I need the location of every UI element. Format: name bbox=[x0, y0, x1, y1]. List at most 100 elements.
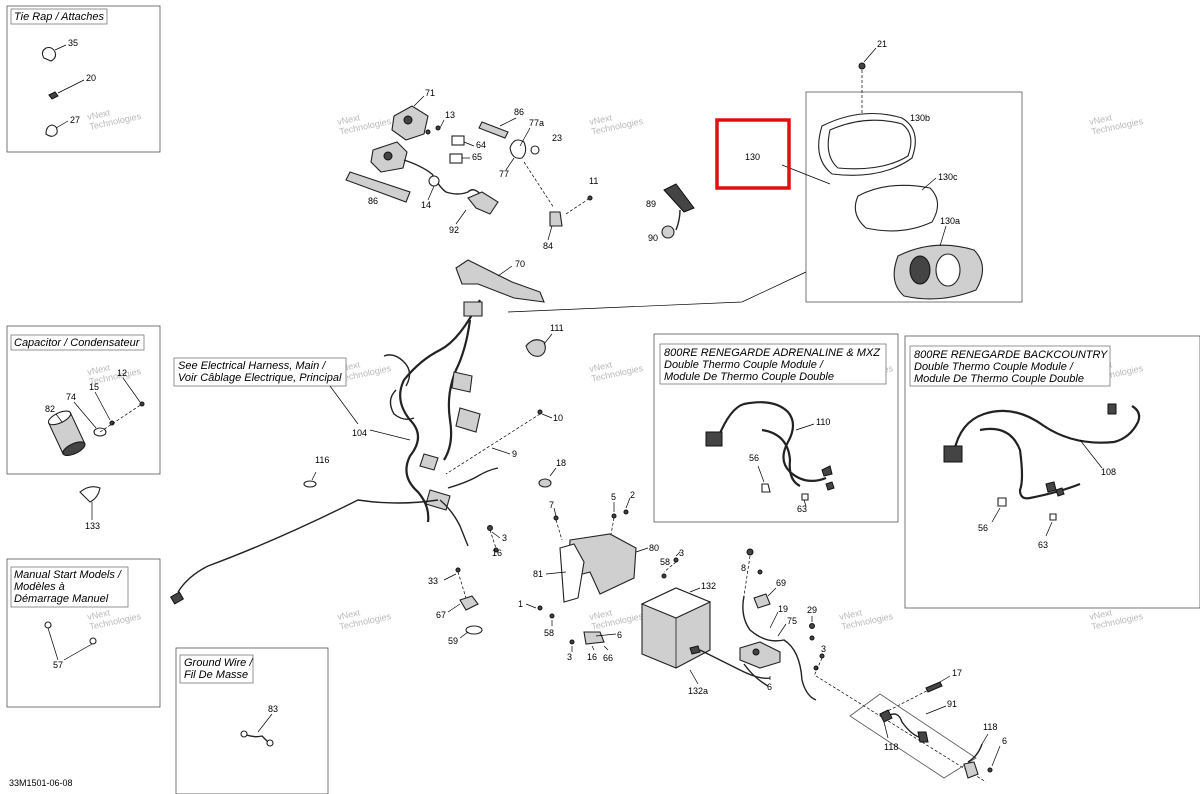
svg-text:132: 132 bbox=[701, 581, 716, 591]
svg-text:vNext: vNext bbox=[86, 107, 111, 122]
highlight-box bbox=[715, 118, 791, 190]
svg-text:9: 9 bbox=[512, 449, 517, 459]
svg-text:Démarrage Manuel: Démarrage Manuel bbox=[14, 593, 109, 605]
svg-text:77a: 77a bbox=[529, 118, 544, 128]
clip-69 bbox=[753, 593, 771, 609]
svg-text:29: 29 bbox=[807, 605, 817, 615]
battery-132: 132 132a 3 6 16 66 bbox=[567, 581, 771, 696]
svg-text:58: 58 bbox=[660, 557, 670, 567]
bracket-81 bbox=[559, 543, 585, 603]
sensor-90 bbox=[661, 225, 675, 239]
svg-text:59: 59 bbox=[448, 636, 458, 646]
svg-text:83: 83 bbox=[268, 704, 278, 714]
svg-text:vNext: vNext bbox=[838, 607, 863, 622]
clip-20 bbox=[48, 91, 59, 100]
capacitor-82 bbox=[47, 410, 86, 456]
svg-text:7: 7 bbox=[549, 500, 554, 510]
svg-text:56: 56 bbox=[978, 523, 988, 533]
svg-text:70: 70 bbox=[515, 259, 525, 269]
svg-text:90: 90 bbox=[648, 233, 658, 243]
svg-text:77: 77 bbox=[499, 169, 509, 179]
svg-text:vNext: vNext bbox=[1088, 607, 1113, 622]
plug-57a bbox=[44, 621, 52, 629]
svg-text:84: 84 bbox=[543, 241, 553, 251]
connector-111 bbox=[525, 339, 546, 357]
svg-text:6: 6 bbox=[767, 682, 772, 692]
part-116: 116 bbox=[303, 455, 329, 488]
svg-text:57: 57 bbox=[53, 660, 63, 670]
svg-text:8: 8 bbox=[741, 563, 746, 573]
svg-text:63: 63 bbox=[1038, 540, 1048, 550]
svg-text:19: 19 bbox=[778, 604, 788, 614]
svg-text:Double Thermo Couple Module /: Double Thermo Couple Module / bbox=[914, 361, 1074, 373]
cover-133 bbox=[79, 486, 101, 503]
backcountry-box: 800RE RENEGARDE BACKCOUNTRY Double Therm… bbox=[904, 335, 1200, 609]
part-18: 18 bbox=[538, 458, 566, 488]
sensor-89 bbox=[663, 183, 695, 213]
plug-57b bbox=[89, 637, 97, 645]
screw-23 bbox=[530, 145, 540, 155]
screw-21 bbox=[858, 62, 866, 70]
svg-text:2: 2 bbox=[630, 490, 635, 500]
svg-text:Module De Thermo Couple Double: Module De Thermo Couple Double bbox=[914, 373, 1084, 385]
svg-text:3: 3 bbox=[567, 652, 572, 662]
svg-text:118: 118 bbox=[983, 722, 997, 732]
svg-text:91: 91 bbox=[947, 699, 957, 709]
clip-65 bbox=[449, 153, 463, 164]
svg-text:16: 16 bbox=[587, 652, 597, 662]
diagram-reference: 33M1501-06-08 bbox=[9, 778, 73, 788]
grip-86 bbox=[345, 171, 411, 203]
svg-text:1: 1 bbox=[518, 599, 523, 609]
svg-text:27: 27 bbox=[70, 115, 80, 125]
svg-text:86: 86 bbox=[368, 196, 378, 206]
bracket-70 bbox=[455, 259, 545, 303]
svg-text:130c: 130c bbox=[938, 172, 958, 182]
svg-text:Modèles à: Modèles à bbox=[14, 581, 65, 593]
handlebar-controls: 71 14 92 86 13 64 65 86 77a 77 23 84 bbox=[345, 88, 598, 251]
capacitor-box: Capacitor / Condensateur 82 74 15 12 133 bbox=[6, 325, 161, 531]
bracket-59 bbox=[465, 625, 483, 635]
svg-text:133: 133 bbox=[85, 521, 100, 531]
svg-text:vNext: vNext bbox=[336, 607, 361, 622]
svg-text:vNext: vNext bbox=[1088, 112, 1113, 127]
svg-text:63: 63 bbox=[797, 504, 807, 514]
svg-text:21: 21 bbox=[877, 39, 887, 49]
screws-3-16: 3 16 bbox=[487, 525, 507, 558]
manual-start-box: Manual Start Models / Modèles à Démarrag… bbox=[6, 558, 161, 708]
svg-text:132a: 132a bbox=[688, 686, 708, 696]
svg-text:Manual Start Models /: Manual Start Models / bbox=[14, 569, 122, 581]
module-110 bbox=[705, 431, 723, 447]
parts-17-91-118: 17 91 118 118 6 bbox=[815, 668, 1007, 783]
svg-text:16: 16 bbox=[492, 548, 502, 558]
parts-33-67-59: 33 67 59 bbox=[428, 567, 483, 646]
connector-84 bbox=[549, 211, 563, 227]
svg-text:vNext: vNext bbox=[336, 112, 361, 127]
svg-text:110: 110 bbox=[816, 417, 830, 427]
clip-77 bbox=[509, 139, 527, 159]
svg-text:80: 80 bbox=[649, 543, 659, 553]
svg-text:18: 18 bbox=[556, 458, 566, 468]
svg-text:82: 82 bbox=[45, 404, 55, 414]
svg-text:5: 5 bbox=[611, 492, 616, 502]
sensor-89-90: 89 90 bbox=[646, 183, 695, 243]
svg-text:vNext: vNext bbox=[588, 607, 613, 622]
svg-text:111: 111 bbox=[550, 323, 564, 333]
svg-text:Module De Thermo Couple Double: Module De Thermo Couple Double bbox=[664, 371, 834, 383]
svg-text:vNext: vNext bbox=[588, 112, 613, 127]
svg-text:35: 35 bbox=[68, 38, 78, 48]
svg-text:75: 75 bbox=[787, 616, 797, 626]
connector-118b bbox=[963, 761, 979, 779]
svg-text:130b: 130b bbox=[910, 113, 930, 123]
bracket-80-81: 7 5 2 80 81 3 58 1 58 bbox=[518, 490, 684, 638]
svg-text:71: 71 bbox=[425, 88, 435, 98]
relay-19-75: 8 69 19 75 6 29 3 bbox=[739, 548, 826, 701]
svg-text:108: 108 bbox=[1101, 467, 1116, 477]
clip-64 bbox=[451, 135, 465, 146]
svg-text:11: 11 bbox=[589, 176, 598, 186]
part-111: 111 bbox=[525, 323, 564, 357]
clip-66 bbox=[583, 631, 605, 645]
svg-text:23: 23 bbox=[552, 133, 562, 143]
svg-text:vNext: vNext bbox=[86, 362, 111, 377]
clip-67 bbox=[459, 595, 479, 611]
svg-text:6: 6 bbox=[617, 630, 622, 640]
